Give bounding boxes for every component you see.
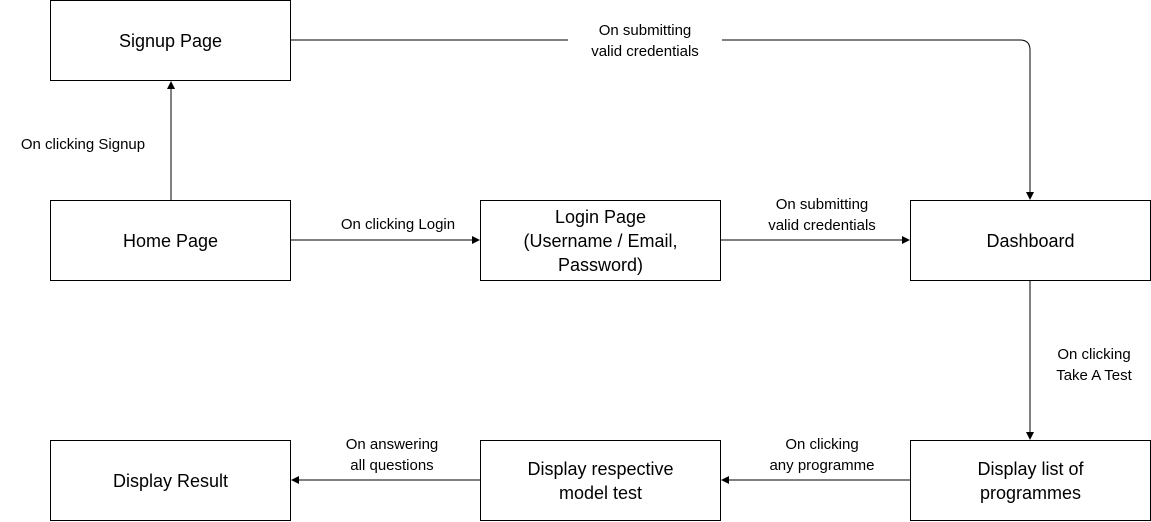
edge-signup-to-dashboard: [291, 39, 1034, 200]
edge-label-signup-to-dashboard: On submitting valid credentials: [568, 20, 722, 62]
node-home-page: Home Page: [50, 200, 291, 281]
node-display-result: Display Result: [50, 440, 291, 521]
node-login-page: Login Page (Username / Email, Password): [480, 200, 721, 281]
node-dashboard: Dashboard: [910, 200, 1151, 281]
node-display-model-test: Display respective model test: [480, 440, 721, 521]
node-display-programmes: Display list of programmes: [910, 440, 1151, 521]
node-signup-page: Signup Page: [50, 0, 291, 81]
edge-label-home-to-login: On clicking Login: [340, 216, 456, 233]
edge-label-home-to-signup: On clicking Signup: [20, 136, 146, 153]
edge-label-model-test-to-result: On answering all questions: [345, 436, 439, 474]
edge-label-programmes-to-model-test: On clicking any programme: [769, 436, 875, 474]
edge-label-login-to-dashboard: On submitting valid credentials: [768, 196, 876, 234]
edge-label-dashboard-to-programmes: On clicking Take A Test: [1056, 346, 1132, 384]
